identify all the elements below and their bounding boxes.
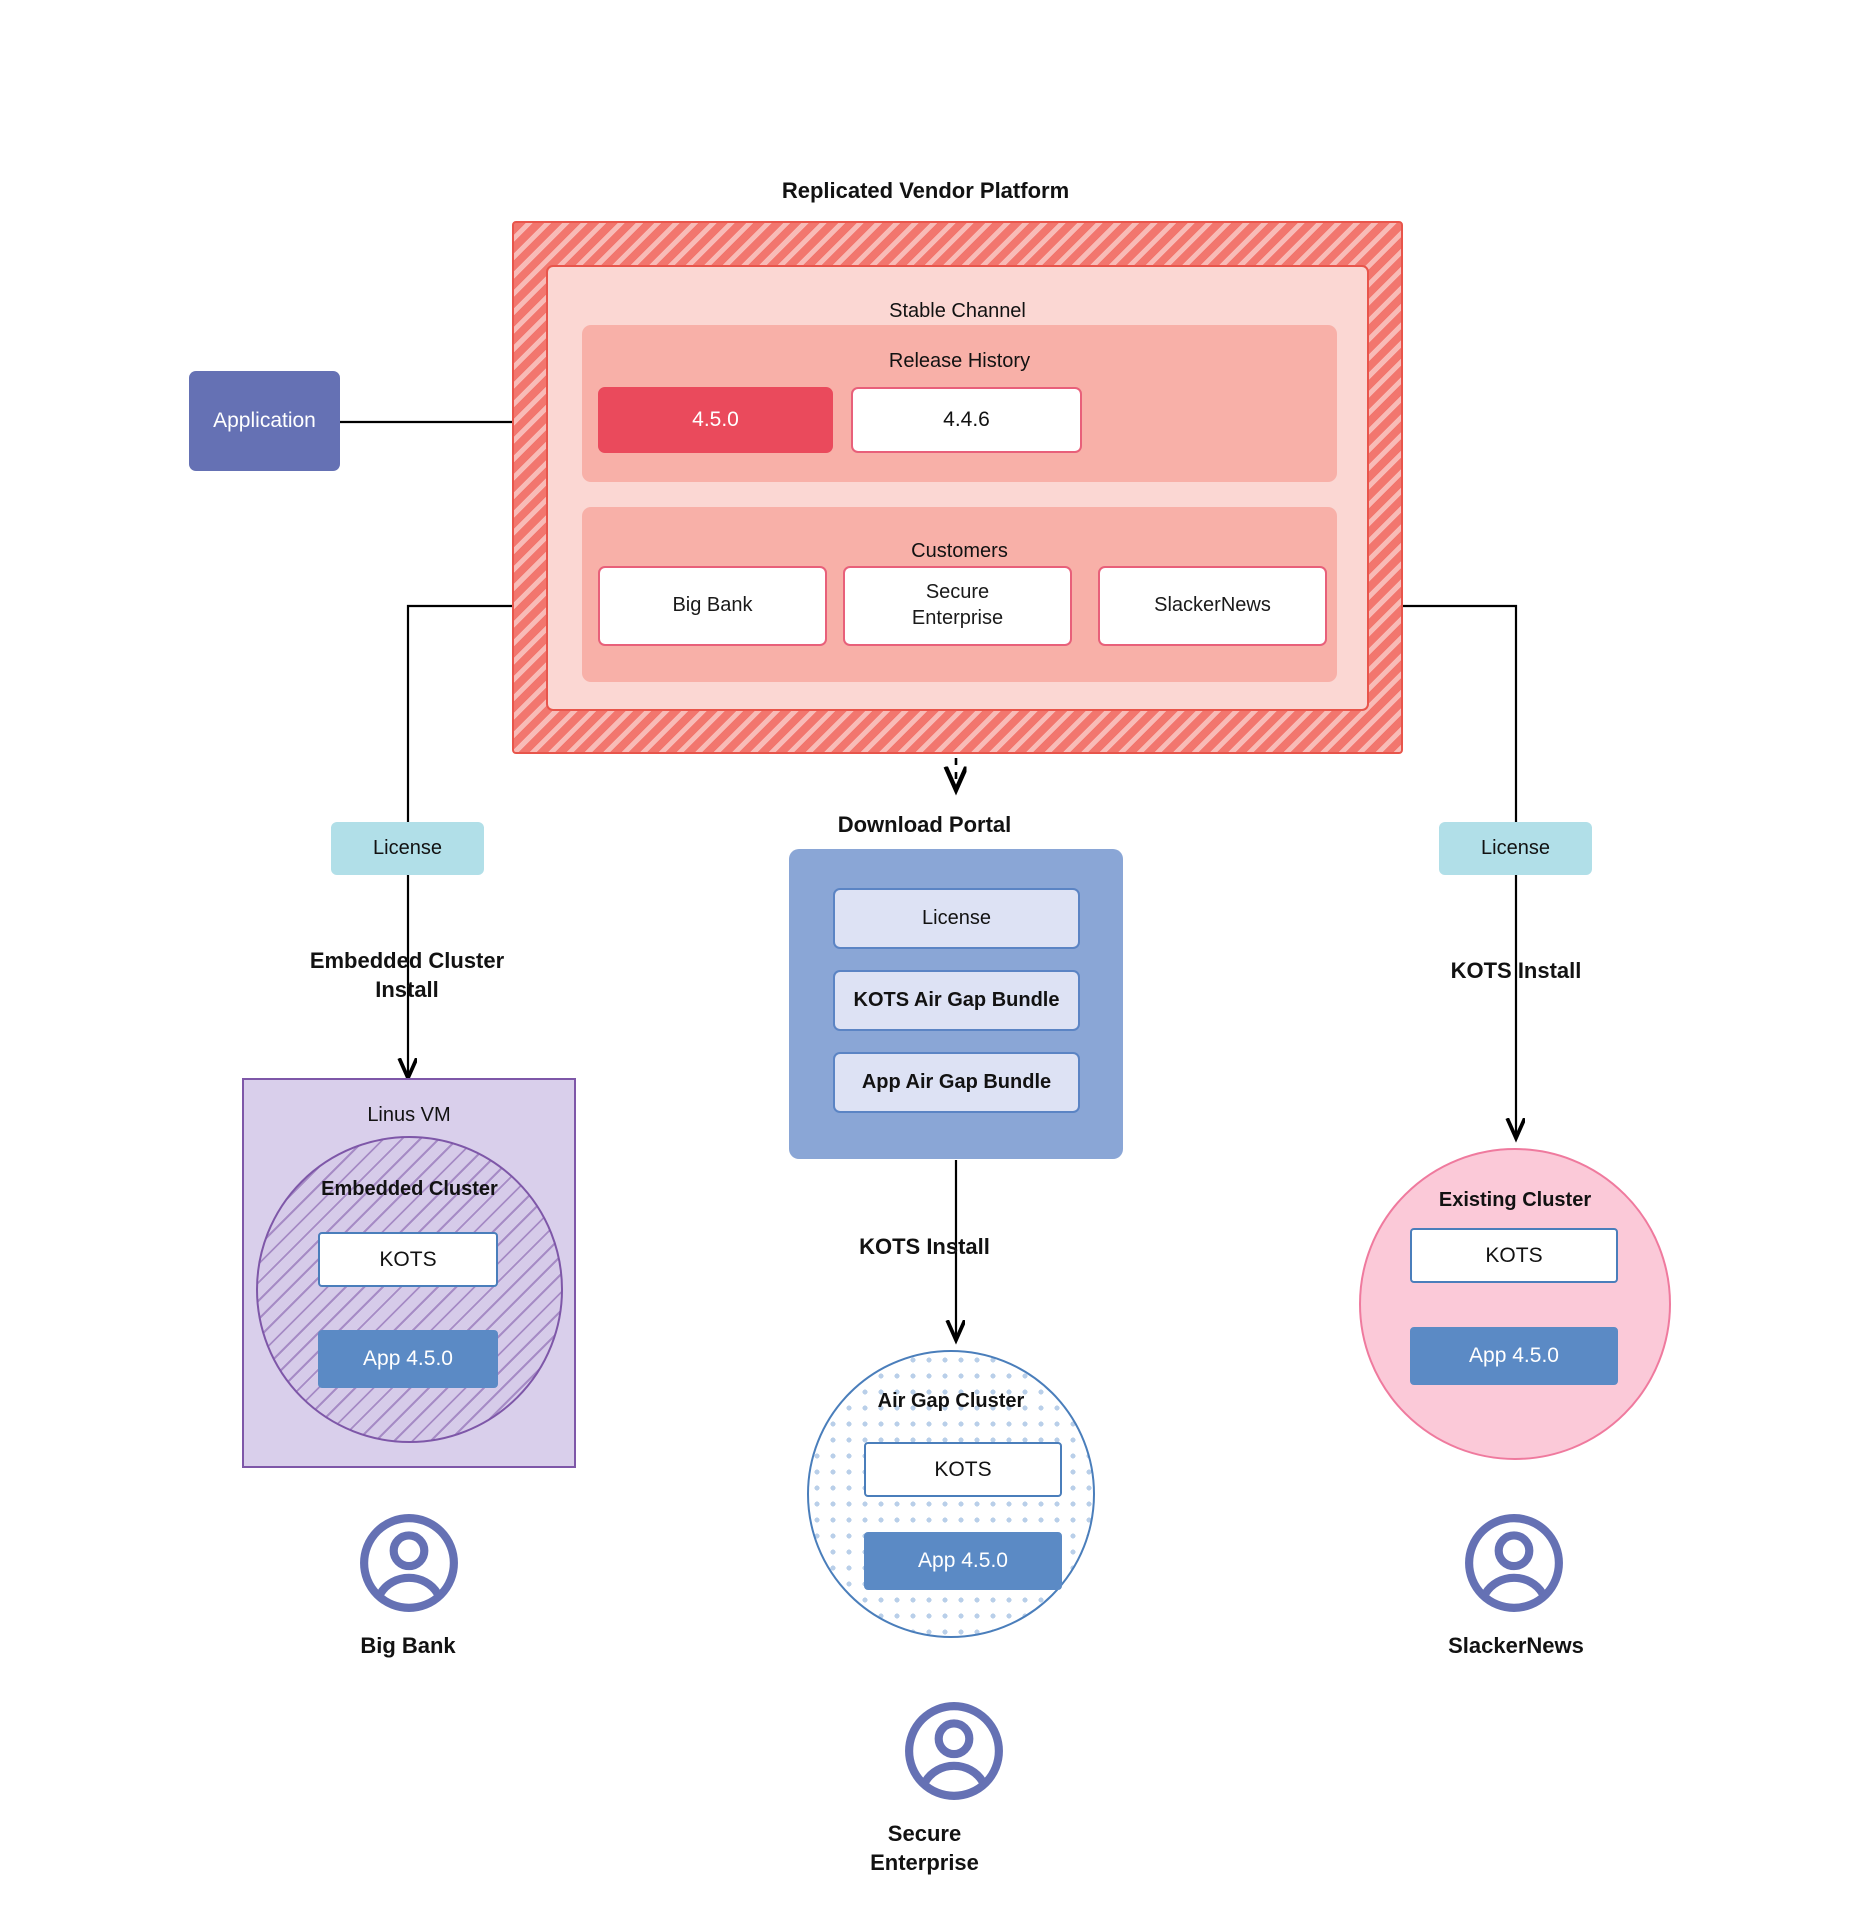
kots-label: KOTS [1485,1243,1543,1267]
portal-item-label: KOTS Air Gap Bundle [853,989,1060,1011]
app-box-existing[interactable]: App 4.5.0 [1410,1327,1618,1385]
license-chip-label: License [373,837,442,859]
application-node-label: Application [213,409,316,432]
release-item-current[interactable]: 4.5.0 [598,387,833,453]
app-box-air-gap[interactable]: App 4.5.0 [864,1532,1062,1590]
portal-item-label: App Air Gap Bundle [861,1071,1052,1093]
release-version-label: 4.4.6 [943,408,990,431]
download-portal-title: Download Portal [837,812,1012,837]
portal-item-label: License [922,907,991,929]
customer-item-secure-enterprise[interactable]: Secure Enterprise [843,566,1072,646]
portal-item-app-air-gap-bundle[interactable]: App Air Gap Bundle [833,1052,1080,1113]
app-box-embedded[interactable]: App 4.5.0 [318,1330,498,1388]
app-version-label: App 4.5.0 [363,1347,453,1370]
customer-item-slackernews[interactable]: SlackerNews [1098,566,1327,646]
kots-label: KOTS [379,1247,437,1271]
kots-label: KOTS [934,1457,992,1481]
kots-box-existing[interactable]: KOTS [1410,1228,1618,1283]
license-chip-left[interactable]: License [331,822,484,875]
embedded-cluster-install-label: Embedded Cluster Install [309,948,505,1002]
customer-caption-slackernews: SlackerNews [1448,1633,1584,1658]
application-node[interactable]: Application [189,371,340,471]
linus-vm-title: Linus VM [367,1104,451,1126]
license-chip-label: License [1481,837,1550,859]
existing-cluster-title: Existing Cluster [1438,1189,1592,1211]
embedded-cluster-title: Embedded Cluster [321,1178,498,1200]
portal-item-kots-air-gap-bundle[interactable]: KOTS Air Gap Bundle [833,970,1080,1031]
user-avatar-icon-big-bank [358,1512,460,1614]
release-item-previous[interactable]: 4.4.6 [851,387,1082,453]
kots-install-label-center: KOTS Install [859,1234,990,1259]
customer-item-big-bank[interactable]: Big Bank [598,566,827,646]
customer-caption-big-bank: Big Bank [360,1633,456,1658]
portal-item-license[interactable]: License [833,888,1080,949]
customer-name-label: Big Bank [672,594,753,617]
app-version-label: App 4.5.0 [1469,1344,1559,1367]
customer-name-label: Secure Enterprise [911,581,1004,629]
release-version-label: 4.5.0 [692,408,739,431]
customers-title: Customers [911,540,1008,562]
platform-title: Replicated Vendor Platform [781,178,1070,203]
air-gap-cluster-title: Air Gap Cluster [877,1390,1025,1412]
stable-channel-title: Stable Channel [889,300,1026,322]
embedded-cluster-circle: Embedded Cluster [256,1136,563,1443]
kots-install-label-right: KOTS Install [1450,958,1582,983]
user-avatar-icon-slackernews [1463,1512,1565,1614]
customer-name-label: SlackerNews [1154,594,1271,617]
app-version-label: App 4.5.0 [918,1549,1008,1572]
release-history-title: Release History [888,350,1031,372]
customer-caption-secure-enterprise: Secure Enterprise [870,1821,979,1875]
kots-box-air-gap[interactable]: KOTS [864,1442,1062,1497]
user-avatar-icon-secure-enterprise [903,1700,1005,1802]
license-chip-right[interactable]: License [1439,822,1592,875]
existing-cluster-circle: Existing Cluster [1359,1148,1671,1460]
kots-box-embedded[interactable]: KOTS [318,1232,498,1287]
